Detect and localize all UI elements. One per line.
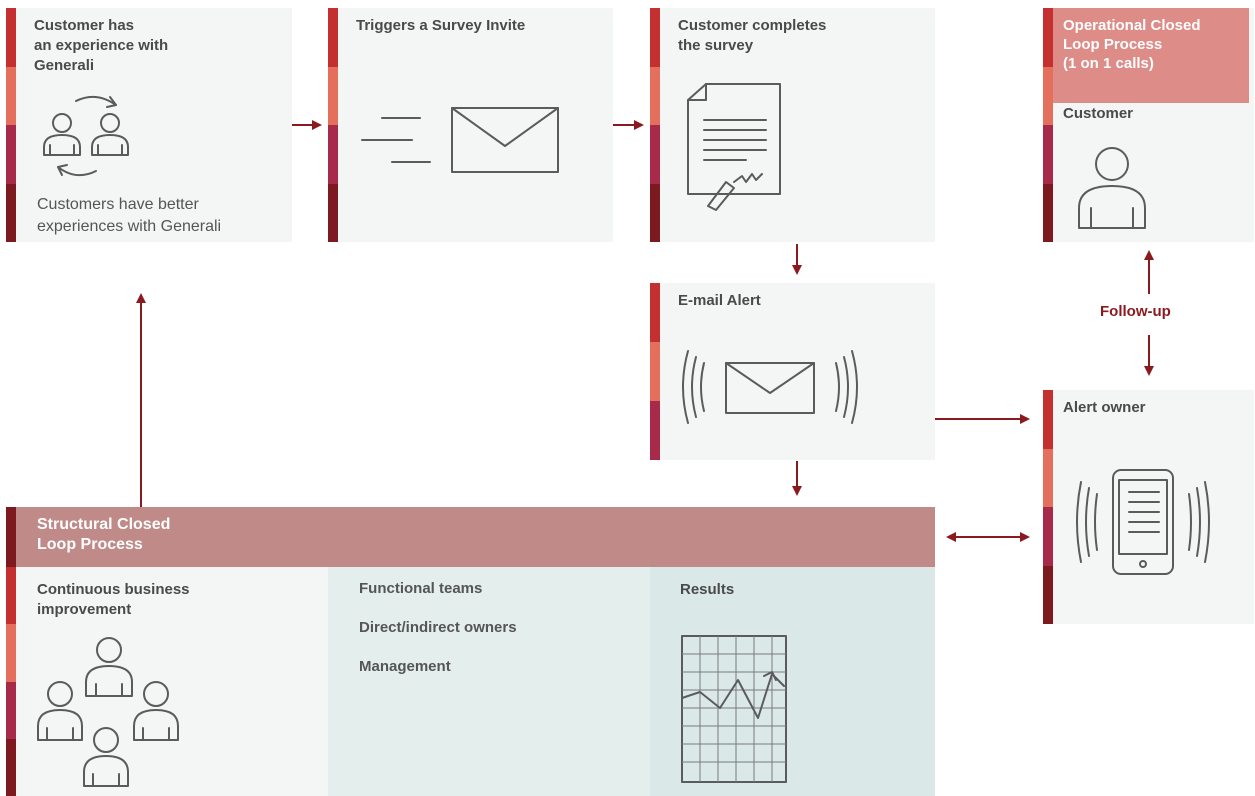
- teams-list: Functional teams Direct/indirect owners …: [359, 580, 517, 697]
- envelope-icon: [361, 107, 559, 173]
- node-alert-owner: Alert owner: [1043, 390, 1254, 624]
- node-title: Customer has an experience with Generali: [34, 17, 169, 74]
- operational-header: Operational Closed Loop Process (1 on 1 …: [1053, 8, 1249, 103]
- team-item: Functional teams: [359, 580, 483, 597]
- person-icon: [1078, 147, 1146, 229]
- color-stripe: [328, 8, 338, 242]
- structural-header: Structural Closed Loop Process: [16, 507, 935, 567]
- customers-exchange-icon: [43, 95, 129, 177]
- color-stripe: [6, 8, 16, 242]
- operational-header-label: Operational Closed Loop Process (1 on 1 …: [1063, 17, 1201, 72]
- node-title: Customer completes the survey: [678, 17, 827, 54]
- follow-up-label: Follow-up: [1100, 303, 1171, 320]
- team-item: Management: [359, 658, 451, 675]
- color-stripe: [650, 8, 660, 242]
- chart-icon: [681, 635, 787, 783]
- color-stripe: [6, 507, 16, 796]
- node-operational-customer: Operational Closed Loop Process (1 on 1 …: [1043, 8, 1254, 242]
- node-title: Triggers a Survey Invite: [356, 17, 526, 34]
- color-stripe: [1043, 8, 1053, 242]
- structural-panel: [6, 507, 935, 796]
- node-title: Customer: [1063, 105, 1134, 122]
- color-stripe: [1043, 390, 1053, 624]
- structural-header-label: Structural Closed Loop Process: [37, 516, 171, 553]
- group-icon: [37, 637, 179, 787]
- continuous-improvement-title: Continuous business improvement: [37, 581, 190, 618]
- vibrating-envelope-icon: [682, 350, 858, 424]
- teams-cell: [328, 567, 650, 796]
- node-email-alert: E-mail Alert: [650, 283, 935, 460]
- node-title: Alert owner: [1063, 399, 1146, 416]
- node-description: Customers have better experiences with G…: [37, 196, 222, 235]
- node-customer-experience: Customer has an experience with Generali…: [6, 8, 292, 242]
- node-survey-invite: Triggers a Survey Invite: [328, 8, 613, 242]
- vibrating-phone-icon: [1076, 469, 1210, 575]
- results-cell: [650, 567, 935, 796]
- node-title: E-mail Alert: [678, 292, 761, 309]
- signed-document-icon: [687, 83, 781, 211]
- color-stripe: [650, 283, 660, 460]
- results-title: Results: [680, 581, 735, 598]
- continuous-improvement-cell: [16, 567, 328, 796]
- team-item: Direct/indirect owners: [359, 619, 517, 636]
- node-survey-completed: Customer completes the survey: [650, 8, 935, 242]
